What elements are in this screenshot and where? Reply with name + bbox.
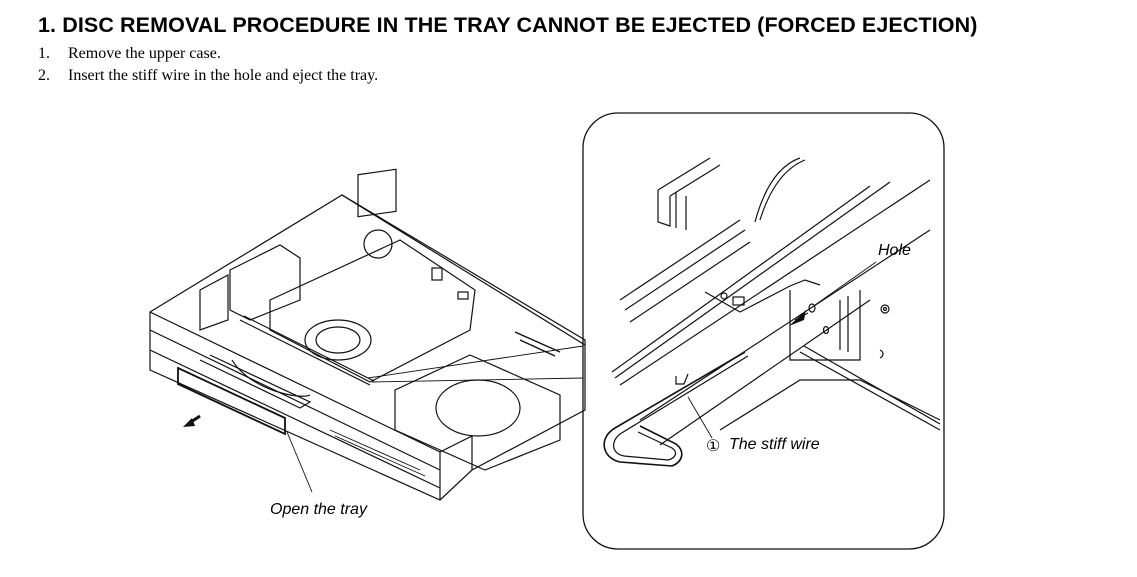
section-heading: 1. DISC REMOVAL PROCEDURE IN THE TRAY CA…: [38, 13, 978, 37]
step-item: 1. Remove the upper case.: [38, 43, 378, 65]
step-text: Insert the stiff wire in the hole and ej…: [68, 67, 379, 84]
hole-label: Hole: [878, 242, 911, 259]
stiff-wire-label: The stiff wire: [729, 436, 820, 453]
open-tray-label: Open the tray: [270, 501, 367, 518]
procedure-steps: 1. Remove the upper case. 2. Insert the …: [38, 43, 378, 87]
step-text: Remove the upper case.: [68, 45, 221, 62]
step-item: 2. Insert the stiff wire in the hole and…: [38, 65, 378, 87]
stiff-wire-number: ①: [706, 438, 721, 455]
hole-detail-inset: [582, 112, 945, 550]
dvd-recorder-unit: [149, 168, 586, 501]
step-number: 2.: [38, 67, 50, 84]
step-number: 1.: [38, 45, 50, 62]
